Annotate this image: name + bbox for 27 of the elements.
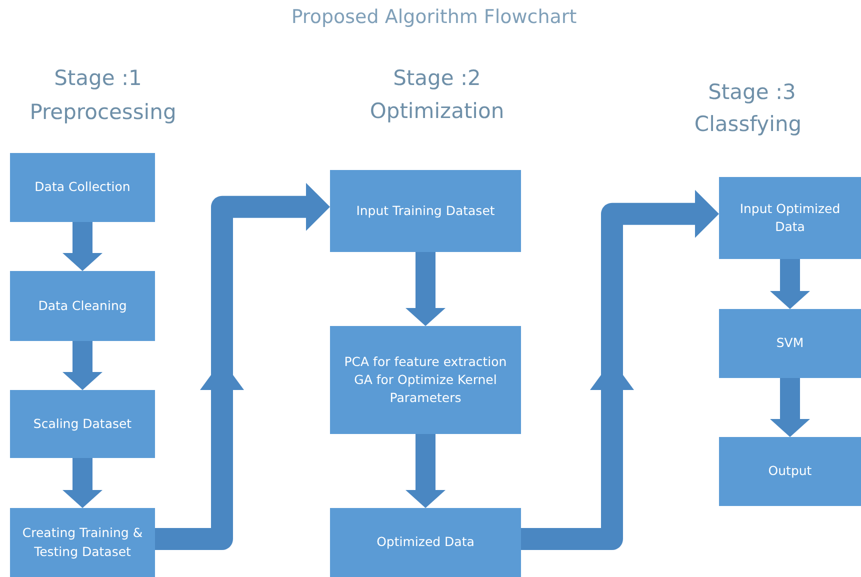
box-label: Creating Training & Testing Dataset: [21, 524, 144, 561]
diagram-title: Proposed Algorithm Flowchart: [291, 6, 577, 28]
box-label: Input Training Dataset: [356, 202, 495, 220]
process-box: [10, 271, 155, 341]
box-label: PCA for feature extraction GA for Optimize Kernel Parameters: [343, 352, 508, 408]
box-label: Data Cleaning: [38, 296, 127, 315]
process-box: [719, 309, 861, 378]
box-label: Output: [768, 462, 812, 480]
process-box: [330, 326, 521, 434]
stage-name: Preprocessing: [30, 100, 176, 124]
process-box: [719, 437, 861, 506]
box-label: Scaling Dataset: [33, 414, 132, 433]
stage-heading: Stage :2: [393, 66, 481, 90]
stage-heading: Stage :3: [708, 80, 796, 104]
process-box: [719, 177, 861, 259]
box-label: Data Collection: [34, 178, 130, 196]
process-box: [10, 390, 155, 458]
process-box: [10, 153, 155, 222]
process-box: [330, 508, 521, 577]
box-label: Optimized Data: [376, 533, 474, 552]
stage-heading: Stage :1: [54, 66, 142, 90]
box-label: Input Optimized Data: [738, 200, 842, 236]
process-box: [10, 508, 155, 577]
process-box: [330, 170, 521, 252]
box-label: SVM: [776, 334, 804, 352]
stage-name: Optimization: [370, 99, 504, 123]
stage-name: Classfying: [694, 112, 802, 136]
